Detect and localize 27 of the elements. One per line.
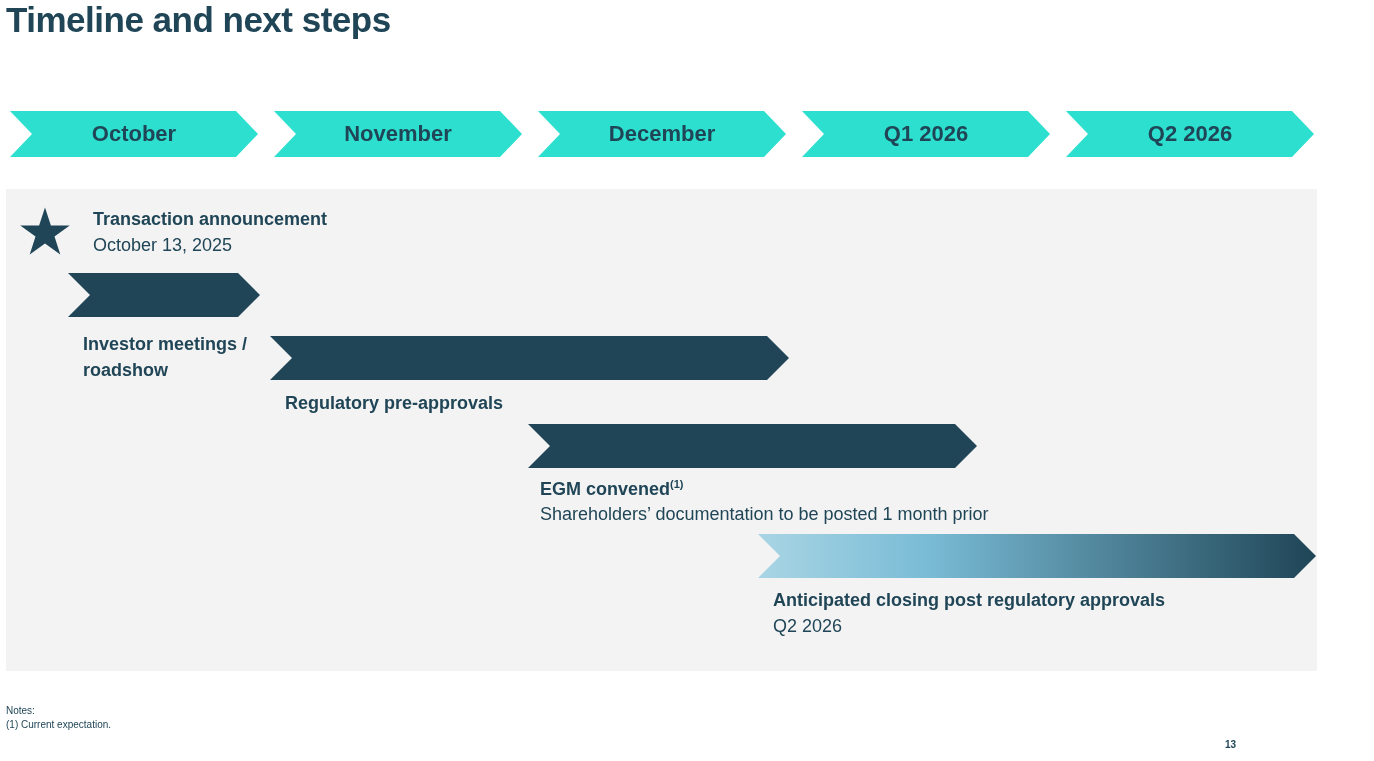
milestone-detail: October 13, 2025 [93, 234, 233, 257]
month-banner [10, 111, 258, 157]
slide-title: Timeline and next steps [6, 0, 391, 40]
milestone-title: Regulatory pre-approvals [285, 392, 504, 415]
month-banner [274, 111, 522, 157]
footnote: (1) Current expectation. [6, 719, 112, 730]
milestone-title: EGM convened$^{(1)}$ [540, 477, 684, 501]
month-banner [802, 111, 1050, 157]
milestone-title: Investor meetings / roadshow [83, 333, 249, 382]
star-icon [20, 207, 70, 256]
notes-heading: Notes: [6, 705, 35, 716]
month-label: October [91, 121, 177, 147]
month-label: Q1 2026 [883, 121, 969, 147]
month-label: December [608, 121, 716, 147]
milestone-title: Anticipated closing post regulatory approvals [773, 589, 1166, 612]
chevron-bar [758, 534, 1316, 578]
chevron-bar [270, 336, 789, 380]
page-number: 13 [1225, 739, 1237, 750]
month-banner [538, 111, 786, 157]
milestone-detail: Q2 2026 [773, 615, 843, 638]
milestone-detail: Shareholders’ documentation to be posted 1 month prior [540, 503, 989, 526]
milestone-title: Transaction announcement [93, 208, 328, 231]
month-label: November [344, 121, 452, 147]
chevron-bar [68, 273, 260, 317]
month-label: Q2 2026 [1147, 121, 1233, 147]
month-banner [1066, 111, 1314, 157]
chevron-bar [528, 424, 977, 468]
